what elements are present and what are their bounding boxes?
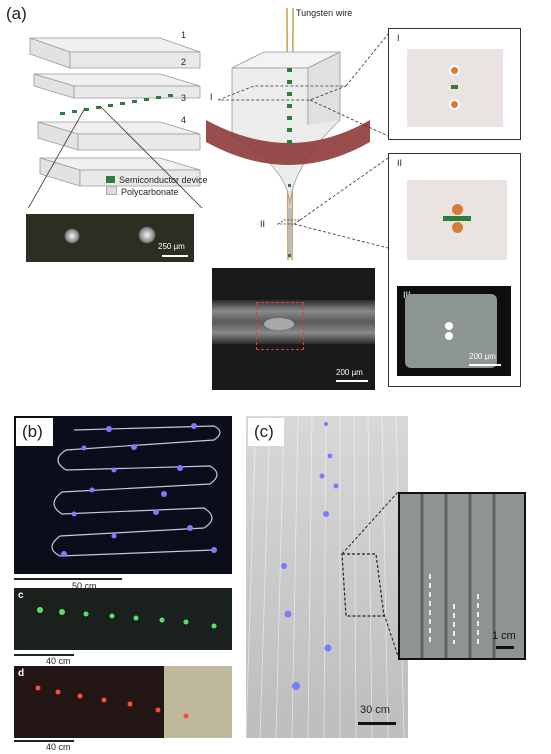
layer-number-4: 4 bbox=[181, 115, 187, 125]
inset-cross-section-ii: II III 200 µm bbox=[388, 153, 521, 387]
green-device-marker bbox=[451, 85, 458, 89]
orange-dot-top bbox=[452, 204, 463, 215]
section-marker-ii: II bbox=[260, 219, 266, 229]
blue-scale-label: 50 cm bbox=[72, 581, 97, 591]
device-blob bbox=[264, 318, 294, 330]
red-fiber-points bbox=[35, 666, 232, 738]
inset-cross-section-i: I bbox=[388, 28, 521, 140]
blue-scale-bar bbox=[14, 578, 122, 580]
layer-number-1: 1 bbox=[181, 30, 187, 40]
red-scale-label: 40 cm bbox=[46, 742, 71, 752]
orange-dot-top bbox=[451, 67, 458, 74]
section-marker-i: I bbox=[210, 92, 213, 102]
zoom-fibers bbox=[420, 494, 496, 658]
blue-fiber-loops bbox=[51, 423, 221, 557]
legend-device: Semiconductor device bbox=[106, 174, 208, 186]
green-device-bar bbox=[443, 216, 471, 221]
layer-stack-diagram bbox=[27, 37, 203, 208]
scale-bar bbox=[496, 646, 514, 649]
inset-i-label: I bbox=[397, 33, 400, 43]
scale-bar bbox=[162, 255, 188, 257]
hole-bottom bbox=[445, 332, 453, 340]
panel-a-label: (a) bbox=[6, 4, 27, 23]
fabric-scale-label: 30 cm bbox=[360, 704, 390, 716]
legend-polymer: Polycarbonate bbox=[106, 186, 208, 198]
device-swatch-icon bbox=[106, 176, 115, 183]
device-glint-right bbox=[138, 226, 156, 244]
orange-dot-bottom bbox=[451, 101, 458, 108]
micrograph-image: 250 µm bbox=[26, 214, 194, 262]
device-glint-left bbox=[64, 228, 80, 244]
polymer-swatch-icon bbox=[106, 186, 117, 195]
inset-ii-background bbox=[407, 180, 507, 260]
panel-b-label: (b) bbox=[16, 418, 53, 446]
tungsten-wire-label: Tungsten wire bbox=[296, 8, 353, 18]
inset-i-background bbox=[407, 49, 503, 127]
layer-number-3: 3 bbox=[181, 93, 187, 103]
green-fiber-points bbox=[37, 607, 217, 629]
zoom-connector-lines bbox=[341, 491, 399, 657]
inset-ii-label: II bbox=[397, 158, 403, 168]
xray-fiber-image: 200 µm bbox=[212, 268, 375, 390]
preform-drawing-diagram bbox=[206, 8, 388, 261]
orange-dot-bottom bbox=[452, 222, 463, 233]
panel-c-label: (c) bbox=[248, 418, 284, 446]
device-highlight-box bbox=[256, 302, 304, 350]
layer-number-2: 2 bbox=[181, 57, 187, 67]
fiber-section-shape bbox=[405, 294, 497, 368]
fabric-photo bbox=[246, 416, 408, 738]
inset-iii-scale-label: 200 µm bbox=[469, 352, 496, 361]
red-fiber-photo: d bbox=[14, 666, 232, 738]
xray-scale-label: 200 µm bbox=[336, 368, 363, 377]
red-scale-bar bbox=[14, 740, 74, 742]
green-fiber-photo: c bbox=[14, 588, 232, 650]
fabric-scale-bar bbox=[358, 722, 396, 725]
fabric-zoom-inset: 1 cm bbox=[398, 492, 526, 660]
zoom-scale-label: 1 cm bbox=[492, 630, 516, 642]
legend: Semiconductor device Polycarbonate bbox=[106, 174, 208, 198]
green-scale-bar bbox=[14, 654, 74, 656]
hole-top bbox=[445, 322, 453, 330]
scale-bar bbox=[336, 380, 368, 382]
red-photo-label: d bbox=[18, 668, 25, 679]
green-photo-label: c bbox=[18, 590, 24, 601]
sem-cross-section-iii: III 200 µm bbox=[397, 286, 511, 376]
micro-scale-label: 250 µm bbox=[158, 242, 185, 251]
green-scale-label: 40 cm bbox=[46, 656, 71, 666]
scale-bar bbox=[469, 364, 501, 366]
